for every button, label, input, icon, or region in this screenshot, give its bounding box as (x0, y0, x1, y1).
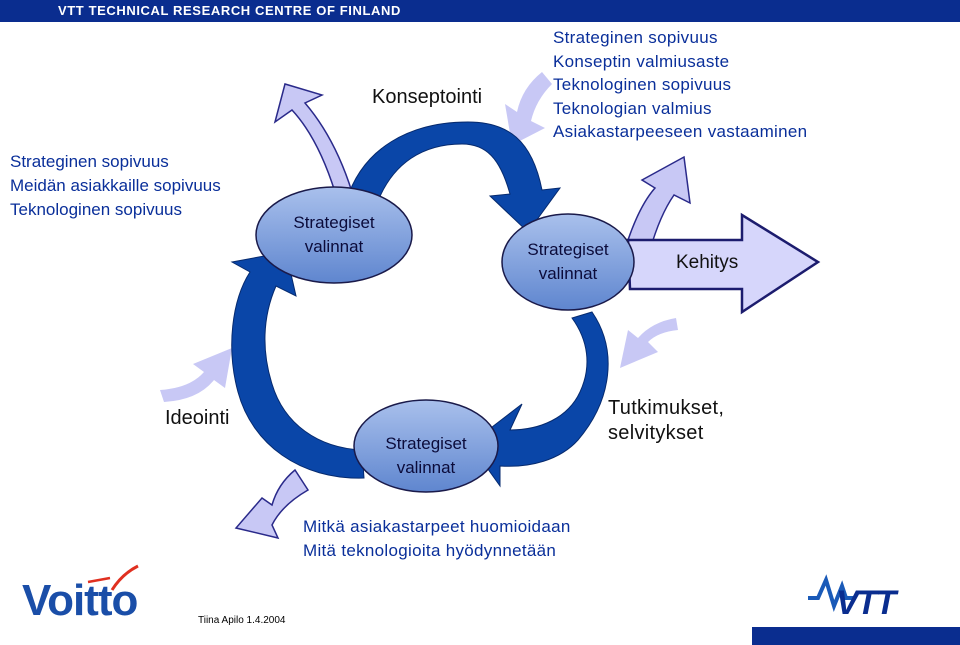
decision-ellipse-left (255, 186, 413, 284)
stage-label-tutkimukset-line1: Tutkimukset, (608, 397, 725, 419)
right-criteria-item: Teknologinen sopivuus (553, 75, 732, 94)
bottom-criteria-item: Mitkä asiakastarpeet huomioidaan (303, 517, 571, 536)
bottom-criteria-list: Mitkä asiakastarpeet huomioidaan Mitä te… (303, 515, 571, 563)
decision-label-bottom: Strategiset valinnat (366, 432, 486, 480)
right-criteria-item: Strateginen sopivuus (553, 28, 718, 47)
decision-ellipse-bottom (353, 399, 499, 493)
decision-label-line2: valinnat (304, 237, 364, 256)
stage-label-kehitys: Kehitys (676, 252, 739, 273)
stage-label-ideointi: Ideointi (165, 407, 230, 429)
header-title: VTT TECHNICAL RESEARCH CENTRE OF FINLAND (58, 3, 401, 18)
cycle-arrow-top (345, 121, 562, 233)
bottom-criteria-item: Mitä teknologioita hyödynnetään (303, 541, 557, 560)
footer-bar (752, 627, 960, 645)
vtt-logo: VTT (808, 574, 901, 622)
svg-text:Voitto: Voitto (22, 576, 137, 625)
side-arrow-top-left (273, 83, 354, 193)
decision-label-line1: Strategiset (527, 240, 609, 259)
side-arrow-right-mid (620, 318, 678, 368)
right-criteria-item: Konseptin valmiusaste (553, 51, 730, 71)
kehitys-arrow (626, 212, 821, 315)
author-date: Tiina Apilo 1.4.2004 (198, 615, 286, 626)
right-criteria-item: Teknologian valmius (553, 98, 712, 118)
left-criteria-item: Teknologinen sopivuus (10, 200, 183, 219)
decision-label-line2: valinnat (396, 458, 456, 477)
side-arrow-top-center (505, 72, 552, 145)
svg-text:VTT: VTT (836, 584, 899, 622)
right-criteria-item: Asiakastarpeeseen vastaaminen (553, 122, 808, 141)
left-criteria-item: Strateginen sopivuus (10, 152, 169, 171)
left-criteria-item: Meidän asiakkaille sopivuus (10, 176, 221, 195)
cycle-arrow-right (469, 311, 609, 488)
header-bar (0, 0, 960, 22)
side-arrow-left-mid (160, 348, 232, 402)
decision-label-line2: valinnat (538, 264, 598, 283)
side-arrow-bottom-left (234, 468, 310, 540)
decision-label-right: Strategiset valinnat (508, 238, 628, 286)
left-criteria-list: Strateginen sopivuus Meidän asiakkaille … (10, 150, 221, 222)
side-arrow-right-up (627, 155, 691, 252)
voitto-logo: Voitto (22, 564, 139, 625)
decision-label-left: Strategiset valinnat (274, 211, 394, 259)
stage-label-tutkimukset-line2: selvitykset (608, 422, 704, 444)
decision-label-line1: Strategiset (293, 213, 375, 232)
stage-label-tutkimukset: Tutkimukset, selvitykset (608, 396, 724, 446)
stage-label-konseptointi: Konseptointi (372, 86, 483, 108)
decision-ellipse-right (501, 213, 635, 311)
decision-label-line1: Strategiset (385, 434, 467, 453)
right-criteria-list: Strateginen sopivuus Konseptin valmiusas… (553, 26, 807, 144)
cycle-arrow-left (230, 251, 365, 479)
